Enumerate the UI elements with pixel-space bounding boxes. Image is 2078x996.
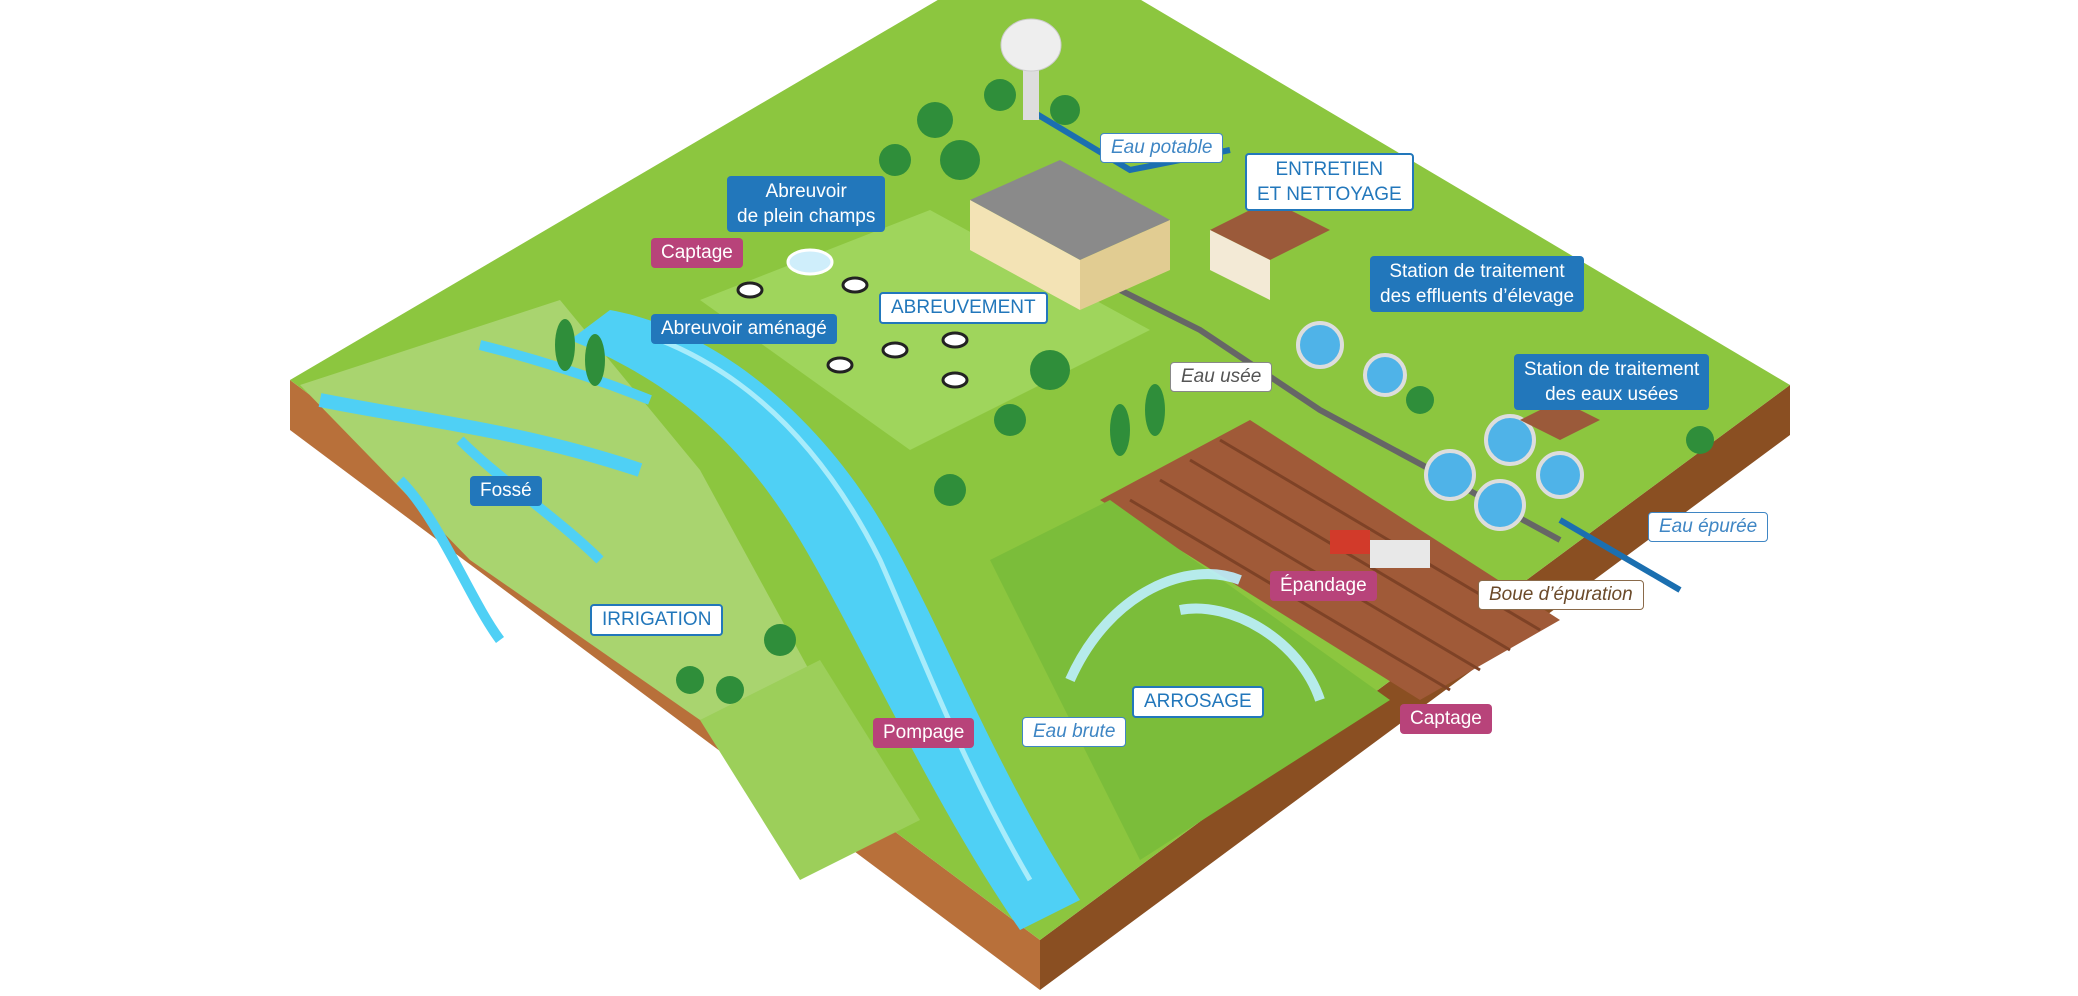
clean-water-pipe: [1558, 517, 1682, 593]
tree: [555, 319, 575, 371]
label-pompage: Pompage: [873, 718, 975, 748]
label-line: des eaux usées: [1545, 384, 1679, 405]
cow: [941, 371, 969, 389]
river: [570, 310, 1080, 930]
tractor: [1330, 530, 1370, 554]
striped-field: [700, 660, 920, 880]
cow: [826, 356, 854, 374]
barn-wall-side: [1080, 220, 1170, 310]
label-entretien: ENTRETIEN ET NETTOYAGE: [1245, 153, 1414, 211]
tree: [1110, 404, 1130, 456]
ditch-channel: [478, 340, 652, 405]
label-abreuvoir-plein-champs: Abreuvoir de plein champs: [727, 176, 886, 232]
cow: [881, 341, 909, 359]
cow: [841, 276, 869, 294]
label-fosse: Fossé: [470, 476, 542, 506]
treatment-basin: [1474, 479, 1526, 531]
tree: [940, 140, 980, 180]
treatment-basin: [1424, 449, 1476, 501]
station-building: [1520, 400, 1600, 440]
barn-roof: [970, 160, 1170, 260]
ground-top: [290, 0, 1790, 940]
tree: [1145, 384, 1165, 436]
tree: [917, 102, 953, 138]
tree: [764, 624, 796, 656]
label-arrosage: ARROSAGE: [1132, 686, 1264, 718]
tree: [716, 676, 744, 704]
ditch-channel: [318, 393, 643, 477]
tree: [934, 474, 966, 506]
tree: [1030, 350, 1070, 390]
tree: [676, 666, 704, 694]
trailer: [1370, 540, 1430, 568]
sprinkler-spray: [1179, 603, 1325, 702]
label-abreuvoir-amenage: Abreuvoir aménagé: [651, 314, 837, 344]
cow: [736, 281, 764, 299]
treatment-basin: [1363, 353, 1407, 397]
river-highlight: [659, 337, 1033, 882]
furrow: [1189, 458, 1511, 652]
label-line: Abreuvoir: [765, 181, 847, 202]
tree: [984, 79, 1016, 111]
label-eau-potable: Eau potable: [1100, 133, 1224, 163]
tree: [1050, 95, 1080, 125]
cow: [941, 331, 969, 349]
label-line: des effluents d’élevage: [1380, 286, 1575, 307]
plowed-field: [1100, 420, 1560, 700]
label-eau-epuree: Eau épurée: [1648, 512, 1769, 542]
label-line: ENTRETIEN: [1275, 159, 1384, 180]
tree: [1406, 386, 1434, 414]
sprinkler-spray: [1065, 569, 1242, 683]
label-line: de plein champs: [737, 206, 876, 227]
label-boue-epuration: Boue d’épuration: [1478, 580, 1644, 610]
ditch-channel: [396, 476, 505, 643]
label-captage-bottom: Captage: [1400, 704, 1492, 734]
label-captage-top: Captage: [651, 238, 743, 268]
building-wall: [1210, 230, 1270, 300]
label-epandage: Épandage: [1270, 571, 1377, 601]
label-eau-usee: Eau usée: [1170, 362, 1273, 392]
water-tower-tank: [1000, 18, 1062, 72]
label-station-eaux-usees: Station de traitement des eaux usées: [1514, 354, 1710, 410]
treatment-basin: [1536, 451, 1584, 499]
treatment-basin: [1296, 321, 1344, 369]
field-trough: [786, 248, 834, 276]
water-tower-leg: [1023, 60, 1039, 120]
treatment-basin: [1484, 414, 1536, 466]
label-line: Station de traitement: [1389, 261, 1565, 282]
label-abreuvement: ABREUVEMENT: [879, 292, 1048, 324]
label-eau-brute: Eau brute: [1022, 717, 1127, 747]
tree: [585, 334, 605, 386]
tree: [879, 144, 911, 176]
crop-field: [990, 500, 1390, 860]
barn-wall: [970, 200, 1080, 310]
tree: [1686, 426, 1714, 454]
label-station-effluents: Station de traitement des effluents d’él…: [1370, 256, 1585, 312]
tree: [994, 404, 1026, 436]
label-irrigation: IRRIGATION: [590, 604, 724, 636]
label-line: Station de traitement: [1524, 359, 1700, 380]
label-line: ET NETTOYAGE: [1257, 184, 1402, 205]
